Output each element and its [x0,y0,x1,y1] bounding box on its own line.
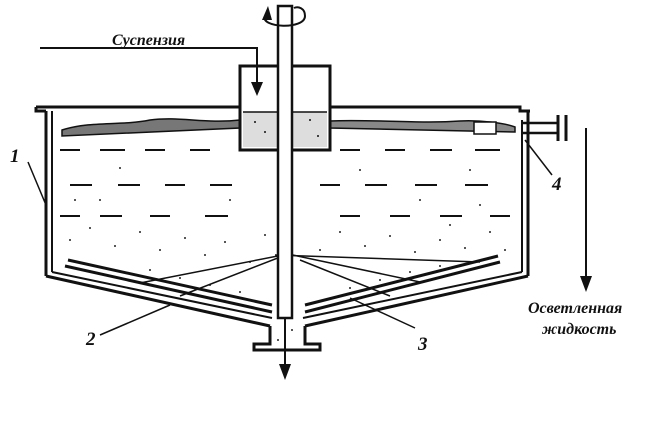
inlet-line [40,47,263,96]
outlet-label-line1: Осветленная [528,300,622,317]
rotation-arrow-icon [262,6,307,27]
leader-line-4 [524,139,553,176]
foam-layer [61,118,516,137]
flow-arrow-icon [279,364,291,380]
leader-line-1 [27,161,47,206]
central-shaft [276,4,294,380]
leader-line-2 [99,304,171,336]
inlet-label: Суспензия [112,32,185,49]
tank-body [34,105,530,352]
flow-arrow-icon [580,276,592,292]
callout-2: 2 [85,329,96,350]
flow-arrow-icon [251,82,263,96]
liquid-dashes [60,149,510,217]
leader-line-3 [349,297,416,329]
rake-arms [64,253,501,314]
outlet-label-line2: жидкость [541,321,616,338]
leader-lines [27,139,553,336]
sediment [69,167,506,341]
callout-1: 1 [10,146,20,167]
overflow-pipe [522,115,592,292]
callout-4: 4 [551,174,562,195]
callout-3: 3 [417,334,428,355]
